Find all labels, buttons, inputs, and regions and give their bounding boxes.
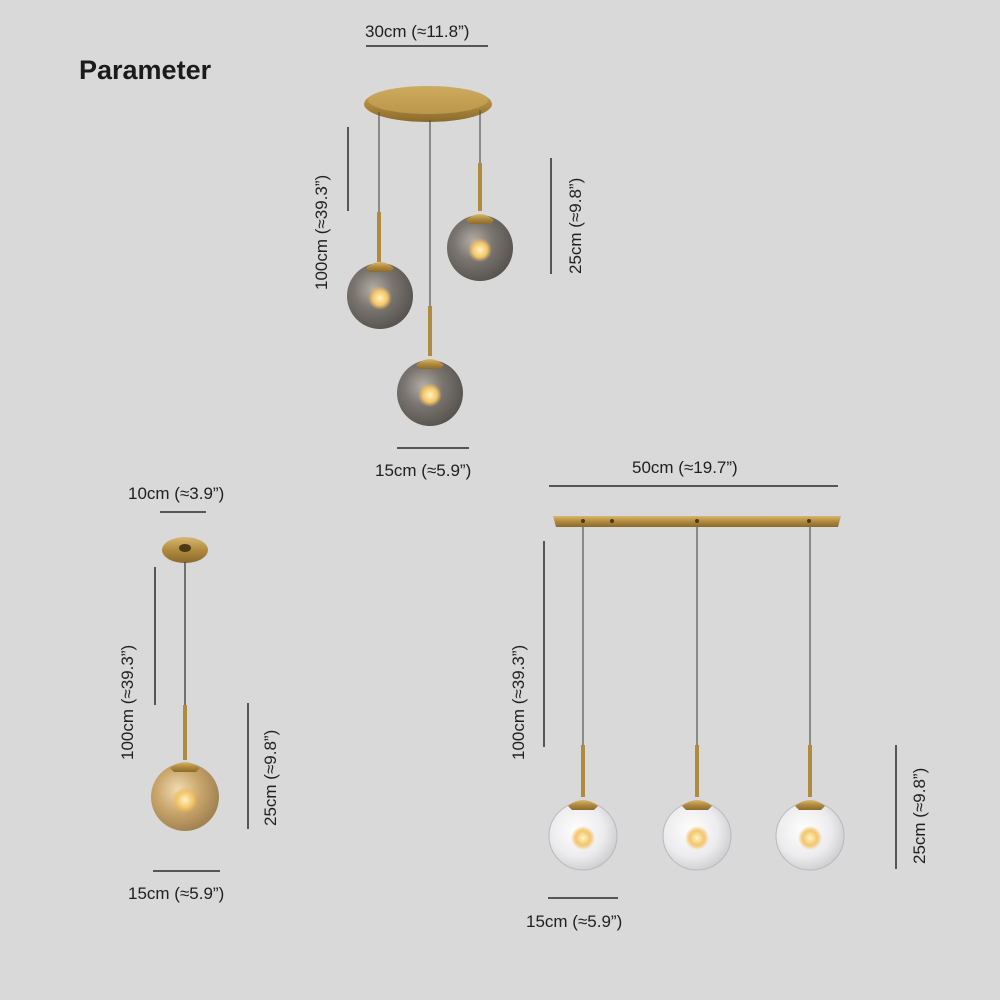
linear-pendant xyxy=(543,485,897,899)
linear-shade-width-label: 15cm (≈5.9”) xyxy=(526,912,623,931)
single-canopy-width-label: 10cm (≈3.9”) xyxy=(128,484,225,503)
round-cable-length-label: 100cm (≈39.3”) xyxy=(312,174,331,290)
clear-glass-globe xyxy=(775,800,845,871)
single-cable-length-label: 100cm (≈39.3”) xyxy=(118,644,137,760)
round-canopy-width-label: 30cm (≈11.8”) xyxy=(365,22,470,41)
linear-cable-length-label: 100cm (≈39.3”) xyxy=(509,644,528,760)
amber-glass-globe xyxy=(151,762,219,831)
linear-shade-height-label: 25cm (≈9.8”) xyxy=(910,767,929,864)
page-title: Parameter xyxy=(79,55,212,85)
clear-glass-globe xyxy=(548,800,618,871)
round-shade-height-label: 25cm (≈9.8”) xyxy=(566,177,585,274)
smoky-glass-globe xyxy=(397,359,463,426)
single-pendant xyxy=(151,511,249,872)
clear-glass-globe xyxy=(662,800,732,871)
round-canopy-pendant xyxy=(347,45,552,449)
smoky-glass-globe xyxy=(347,262,413,329)
linear-canopy-width-label: 50cm (≈19.7”) xyxy=(632,458,738,477)
single-shade-width-label: 15cm (≈5.9”) xyxy=(128,884,225,903)
single-shade-height-label: 25cm (≈9.8”) xyxy=(261,729,280,826)
smoky-glass-globe xyxy=(447,214,513,281)
round-shade-width-label: 15cm (≈5.9”) xyxy=(375,461,472,480)
